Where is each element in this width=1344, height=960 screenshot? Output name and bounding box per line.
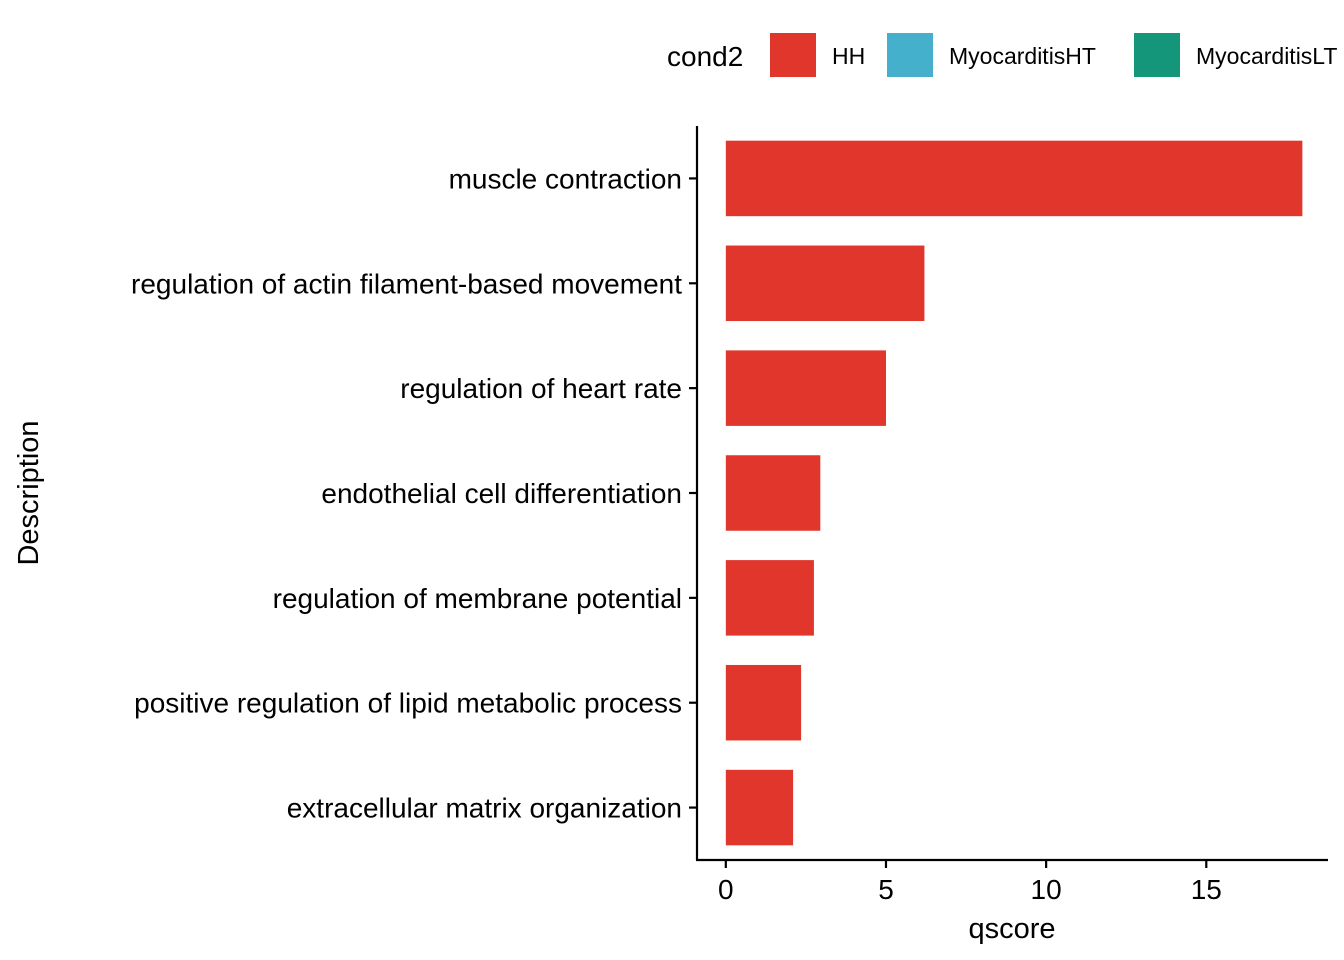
x-axis-labels: 0 5 10 15 — [718, 874, 1222, 905]
legend-entry-hh: HH — [770, 33, 865, 77]
x-tick-label-10: 10 — [1031, 874, 1062, 905]
bar-regulation-of-heart-rate — [725, 350, 886, 426]
y-axis-title: Description — [13, 420, 45, 565]
y-tick-label-endothelial-cell-differentiation: endothelial cell differentiation — [321, 478, 682, 509]
x-axis-ticks — [724, 860, 1208, 868]
legend-title: cond2 — [667, 41, 743, 72]
y-axis-labels: muscle contraction regulation of actin fi… — [131, 163, 682, 823]
bar-endothelial-cell-differentiation — [725, 455, 821, 531]
x-tick-label-15: 15 — [1191, 874, 1222, 905]
y-tick-label-regulation-of-actin-filament-based-movement: regulation of actin filament-based movem… — [131, 268, 682, 299]
y-tick-label-regulation-of-heart-rate: regulation of heart rate — [400, 373, 682, 404]
bars-group — [725, 140, 1303, 846]
bar-positive-regulation-of-lipid-metabolic-process — [725, 664, 802, 741]
legend-entry-myocarditisht: MyocarditisHT — [887, 33, 1096, 77]
x-tick-label-0: 0 — [718, 874, 734, 905]
bar-regulation-of-membrane-potential — [725, 560, 814, 636]
bar-muscle-contraction — [725, 140, 1303, 217]
y-tick-label-extracellular-matrix-organization: extracellular matrix organization — [287, 793, 682, 824]
y-axis-ticks — [689, 177, 697, 809]
legend-label-hh: HH — [832, 43, 865, 69]
legend: cond2 HH MyocarditisHT MyocarditisLT — [667, 33, 1337, 77]
legend-entry-myocarditislt: MyocarditisLT — [1134, 33, 1337, 77]
y-tick-label-regulation-of-membrane-potential: regulation of membrane potential — [273, 583, 682, 614]
bar-extracellular-matrix-organization — [725, 769, 794, 846]
y-tick-label-positive-regulation-of-lipid-metabolic-process: positive regulation of lipid metabolic p… — [134, 688, 682, 719]
legend-swatch-myocarditisht — [887, 33, 933, 77]
legend-swatch-hh — [770, 33, 816, 77]
legend-label-myocarditisht: MyocarditisHT — [949, 43, 1096, 69]
x-axis-title: qscore — [968, 913, 1055, 945]
bar-regulation-of-actin-filament-based-movement — [725, 245, 925, 322]
y-tick-label-muscle-contraction: muscle contraction — [449, 163, 682, 194]
legend-label-myocarditislt: MyocarditisLT — [1196, 43, 1337, 69]
legend-swatch-myocarditislt — [1134, 33, 1180, 77]
x-tick-label-5: 5 — [878, 874, 894, 905]
